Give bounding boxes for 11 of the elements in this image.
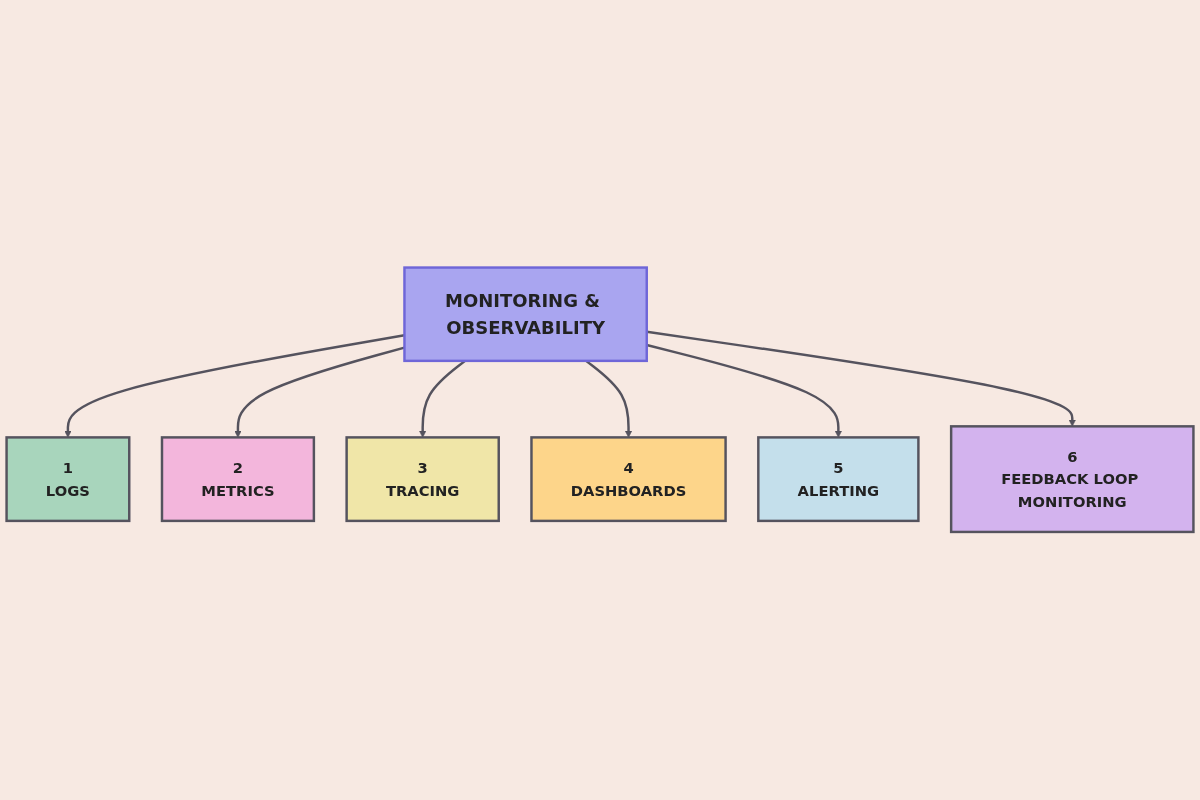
node-box: 2 METRICS: [160, 436, 316, 523]
arrow: [64, 334, 405, 438]
node-box: 6 FEEDBACK LOOP MONITORING: [949, 425, 1195, 534]
arrow: [646, 330, 1076, 427]
arrow: [646, 344, 842, 438]
node-box: MONITORING & OBSERVABILITY: [403, 266, 648, 363]
arrow: [234, 346, 405, 438]
node-box: 1 LOGS: [5, 436, 131, 523]
node-box: 4 DASHBOARDS: [530, 436, 727, 523]
node-box: 5 ALERTING: [757, 436, 920, 523]
node-box: 3 TRACING: [345, 436, 500, 523]
